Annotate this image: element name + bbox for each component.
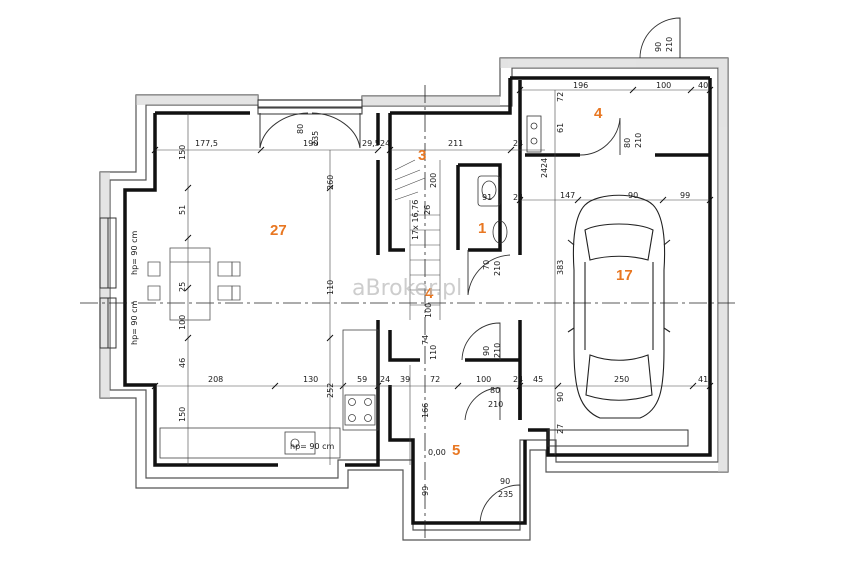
dim-label: 110 <box>429 345 438 360</box>
dining-set <box>147 247 241 321</box>
dim-label: 147 <box>560 191 575 200</box>
dim-label: 100 <box>424 303 433 318</box>
dim-label: 80 <box>490 386 500 395</box>
wall-fill <box>100 58 728 472</box>
dim-label: 100 <box>178 315 187 330</box>
vertical-dims: 150 51 25 100 46 150 260 110 252 80 235 … <box>178 37 674 496</box>
garage-door <box>547 429 689 447</box>
dim-label: 252 <box>326 383 335 398</box>
sill-height-note: hp= 90 cm <box>130 300 139 345</box>
dim-label: 383 <box>556 260 565 275</box>
kitchen-counter <box>159 329 379 459</box>
dim-label: 40 <box>698 81 708 90</box>
dim-label: 80 <box>623 138 632 148</box>
dim-label: 150 <box>178 145 187 160</box>
dim-label: 72 <box>430 375 440 384</box>
dim-label: 210 <box>665 37 674 52</box>
bay-windows <box>99 217 117 349</box>
dim-label: 100 <box>476 375 491 384</box>
dim-label: 24 <box>513 139 523 148</box>
dim-label: 235 <box>311 131 320 146</box>
dim-label: 61 <box>556 123 565 133</box>
dim-label: 74 <box>421 335 430 345</box>
dim-label: 166 <box>421 403 430 418</box>
dim-label: 150 <box>178 407 187 422</box>
dim-label: 41 <box>698 375 708 384</box>
dim-label: 208 <box>208 375 223 384</box>
car-icon <box>567 194 671 419</box>
dim-label: 29,5 <box>362 139 380 148</box>
dim-label: 51 <box>178 205 187 215</box>
dim-label: 24 <box>380 375 390 384</box>
stairs <box>394 159 441 320</box>
stairs-note: 26 <box>423 205 432 215</box>
dim-label: 211 <box>448 139 463 148</box>
dim-label: 90 <box>500 477 510 486</box>
dim-label: 200 <box>429 173 438 188</box>
dim-label: 210 <box>488 400 503 409</box>
stairs-note: 17x 16,76 <box>411 200 420 240</box>
dim-label: 24 <box>380 139 390 148</box>
wc-fixtures <box>477 115 542 244</box>
dim-label: 250 <box>614 375 629 384</box>
dim-label: 90 <box>482 346 491 356</box>
dim-label: 235 <box>498 490 513 499</box>
dim-label: 210 <box>493 261 502 276</box>
dim-label: 177,5 <box>195 139 218 148</box>
dim-label: 24 <box>513 193 523 202</box>
dim-label: 39 <box>400 375 410 384</box>
dim-label: 99 <box>680 191 690 200</box>
dimension-ticks <box>151 86 714 390</box>
room-17-number: 17 <box>616 267 633 284</box>
sill-height-note: hp= 90 cm <box>130 230 139 275</box>
sill-height-note: hp= 90 cm <box>290 442 335 451</box>
dimension-lines <box>155 89 710 465</box>
dim-label: 90 <box>654 42 663 52</box>
axis-lines <box>80 85 735 540</box>
dim-label: 45 <box>533 375 543 384</box>
top-window <box>257 99 363 149</box>
level-note: 0,00 <box>428 448 446 457</box>
room-4-hall-number: 4 <box>425 285 434 302</box>
dim-label: 46 <box>178 358 187 368</box>
room-5-number: 5 <box>452 442 460 459</box>
dim-label: 210 <box>493 343 502 358</box>
room-1-number: 1 <box>478 220 486 237</box>
dim-label: 80 <box>296 124 305 134</box>
dim-label: 90 <box>556 392 565 402</box>
dim-label: 91 <box>482 193 492 202</box>
doors <box>461 17 681 524</box>
dim-label: 260 <box>326 175 335 190</box>
dim-label: 110 <box>326 280 335 295</box>
dim-label: 24 <box>540 158 549 168</box>
dim-label: 130 <box>303 375 318 384</box>
dim-label: 72 <box>556 92 565 102</box>
dim-label: 190 <box>303 139 318 148</box>
dim-label: 70 <box>482 260 491 270</box>
dim-label: 90 <box>628 191 638 200</box>
dim-label: 59 <box>357 375 367 384</box>
dim-label: 100 <box>656 81 671 90</box>
dim-label: 99 <box>421 486 430 496</box>
room-4-number: 4 <box>594 105 603 122</box>
dim-label: 24 <box>513 375 523 384</box>
dim-label: 27 <box>556 424 565 434</box>
dim-label: 196 <box>573 81 588 90</box>
dim-label: 24 <box>540 168 549 178</box>
room-3-number: 3 <box>418 147 426 164</box>
dim-label: 210 <box>634 133 643 148</box>
room-27-number: 27 <box>270 222 287 239</box>
interior-walls <box>123 76 712 525</box>
dim-label: 25 <box>178 282 187 292</box>
watermark-logo: aBroker.pl <box>352 276 462 301</box>
